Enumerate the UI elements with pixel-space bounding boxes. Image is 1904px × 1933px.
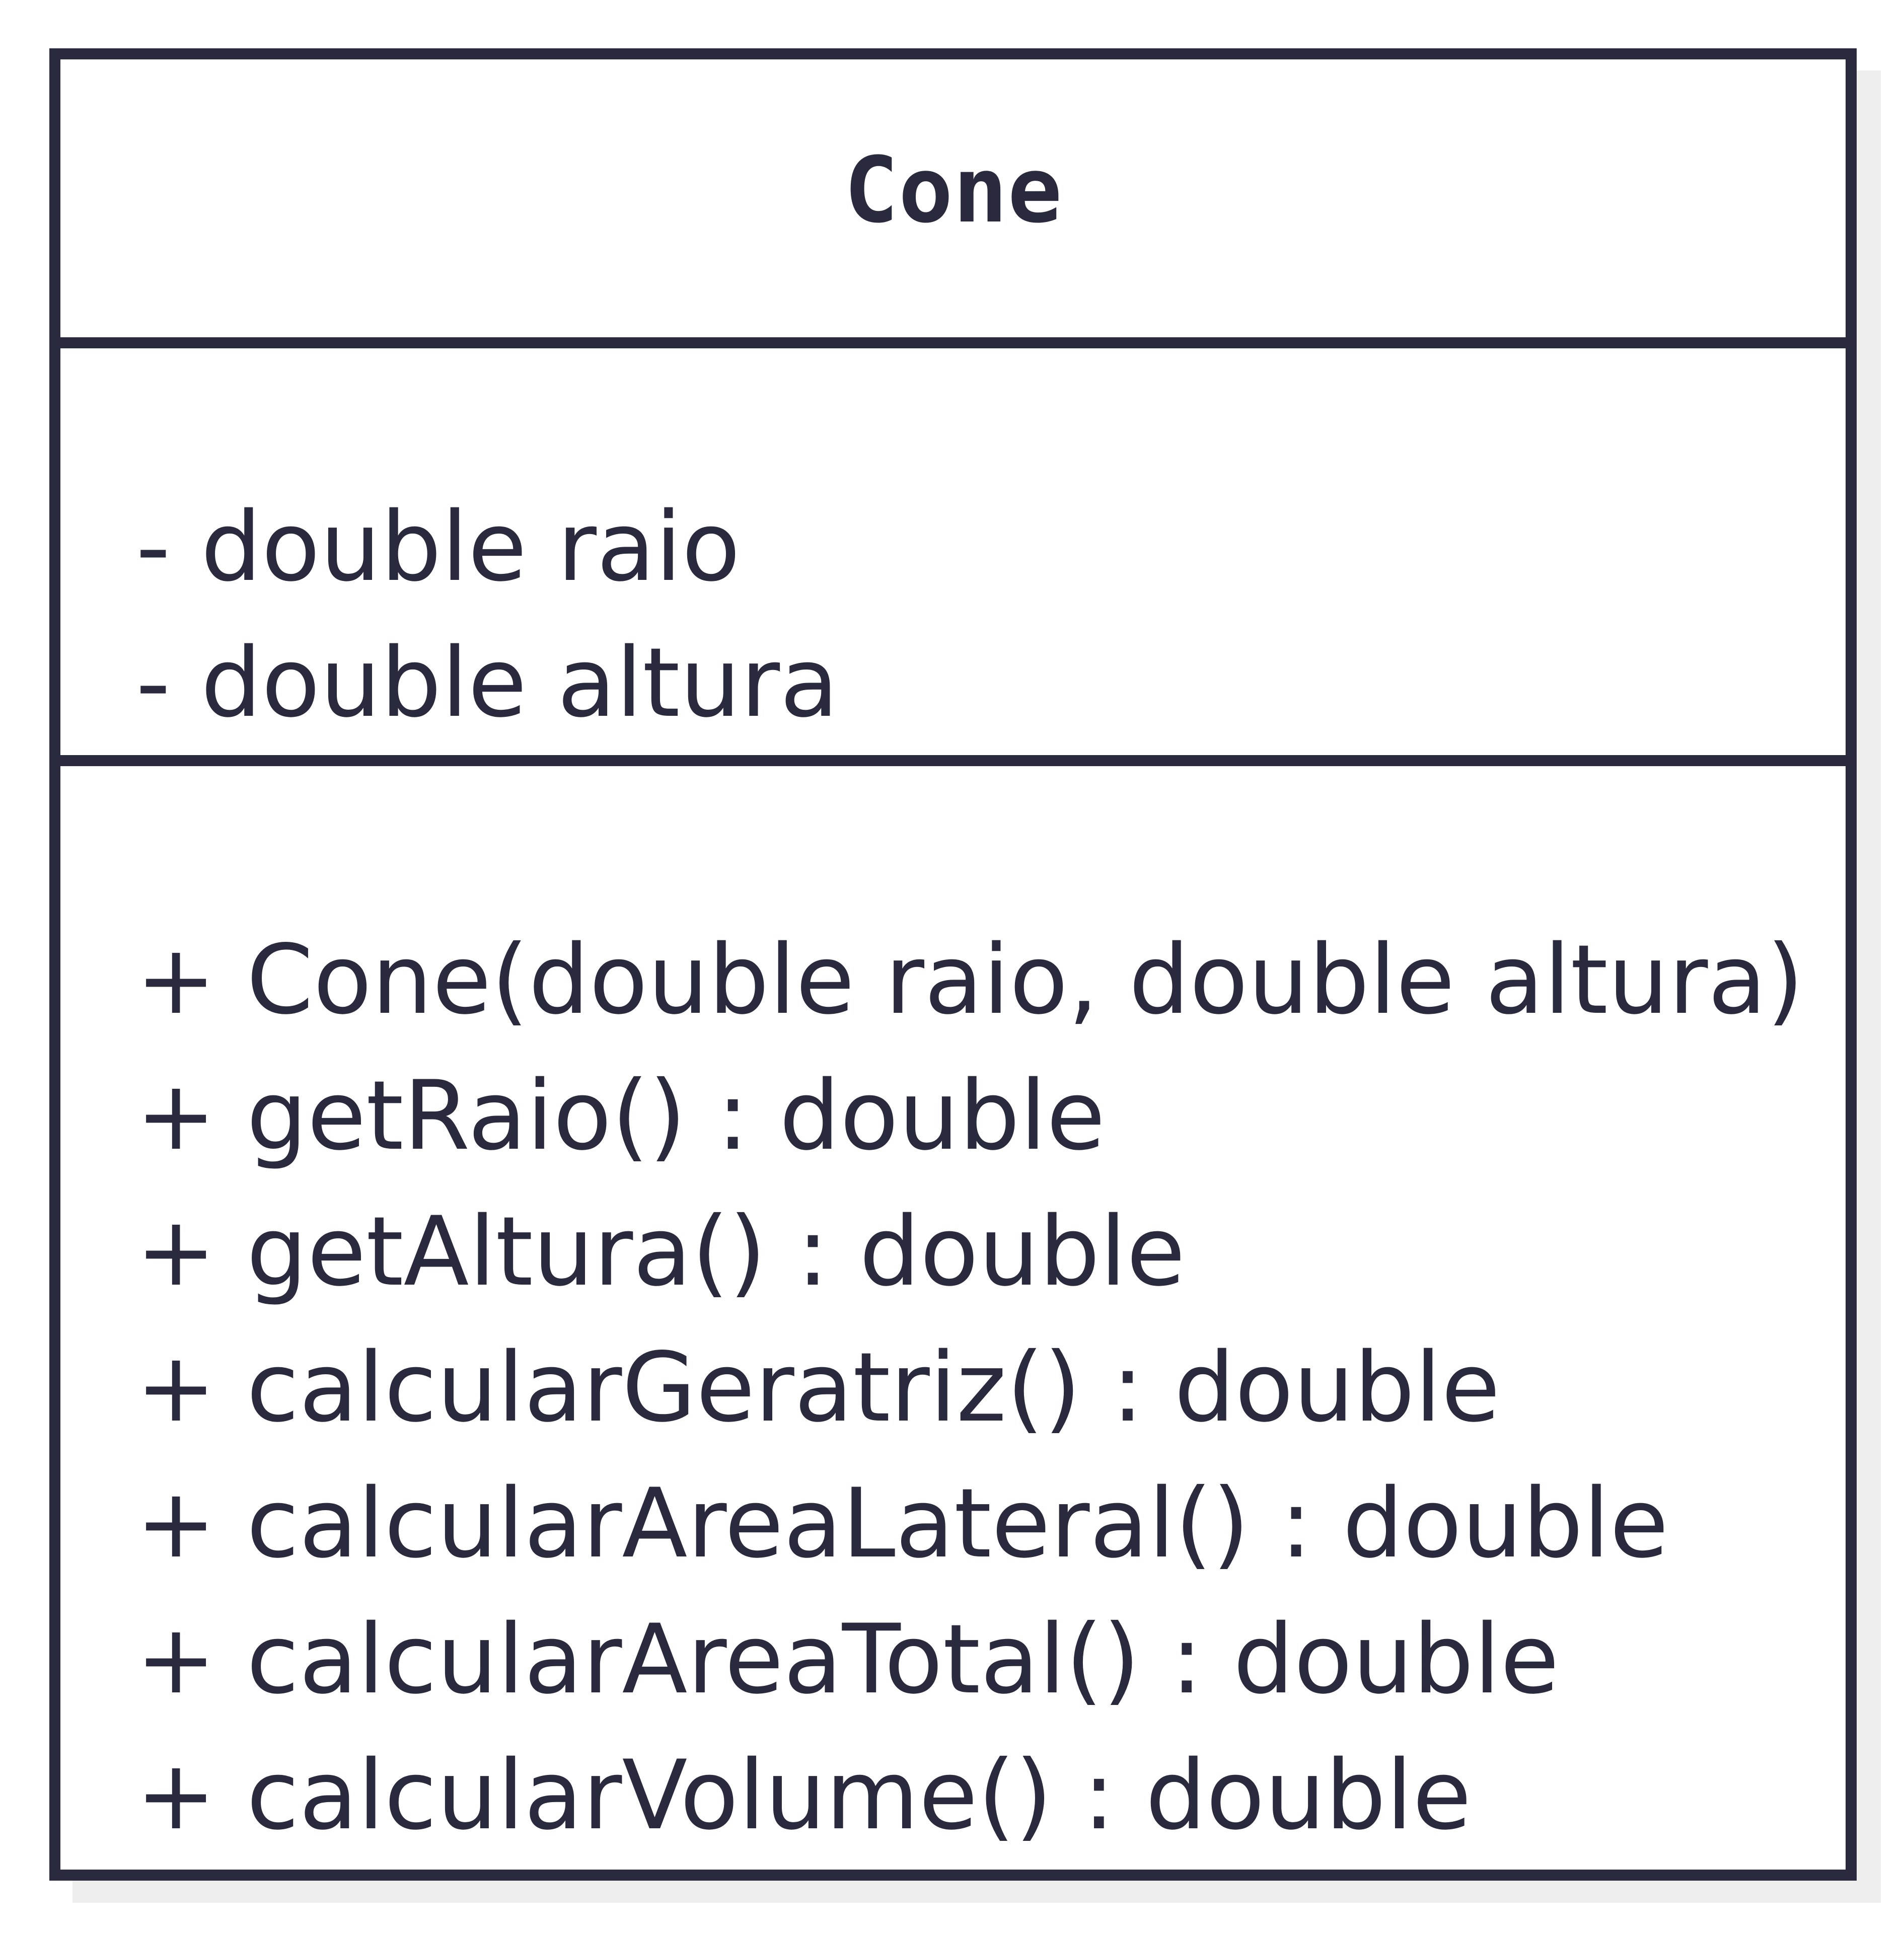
- operation-calcular-geratriz: + calcularGeratriz() : double: [136, 1332, 1500, 1443]
- operations-compartment: + Cone(double raio, double altura) + get…: [60, 766, 1846, 1870]
- operation-get-altura: + getAltura() : double: [136, 1196, 1186, 1307]
- operation-calcular-area-lateral: + calcularAreaLateral() : double: [136, 1468, 1669, 1579]
- operation-get-raio: + getRaio() : double: [136, 1060, 1106, 1171]
- operation-calcular-volume: + calcularVolume() : double: [136, 1740, 1472, 1851]
- class-name: Cone: [844, 138, 1062, 243]
- attribute-raio: - double raio: [136, 491, 741, 603]
- class-header: Cone: [60, 59, 1846, 348]
- attribute-altura: - double altura: [136, 627, 839, 738]
- attributes-compartment: - double raio - double altura: [60, 348, 1846, 766]
- uml-class-cone: Cone - double raio - double altura + Con…: [49, 48, 1857, 1881]
- operation-constructor: + Cone(double raio, double altura): [136, 924, 1804, 1035]
- operation-calcular-area-total: + calcularAreaTotal() : double: [136, 1604, 1560, 1715]
